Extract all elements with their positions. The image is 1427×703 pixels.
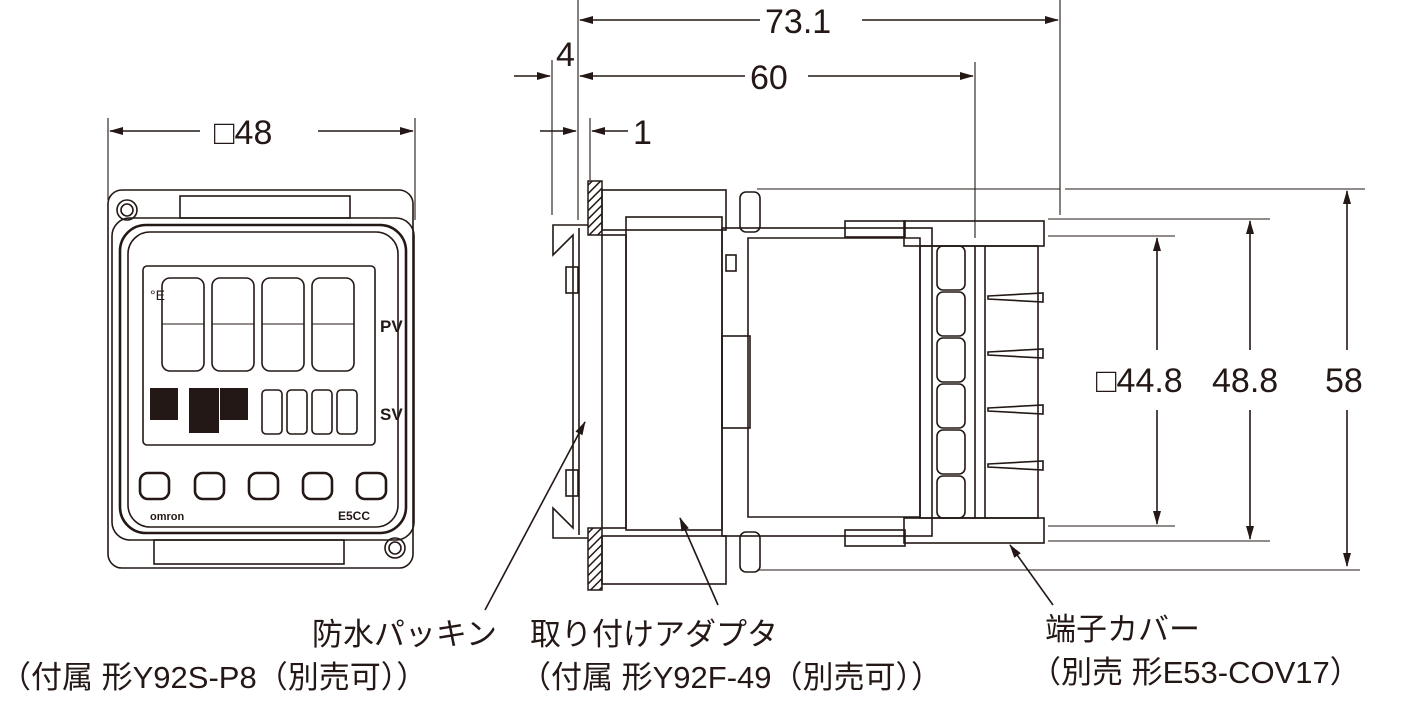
gasket-label: 防水パッキン [312,617,497,652]
dim-bezel-thickness: 4 [556,36,575,74]
sv-label: SV [380,405,403,424]
mounting-flange [107,189,414,569]
pv-label: PV [380,317,403,336]
mounting-adapter [625,216,723,531]
bezel-side [552,224,588,539]
terminal-cover-detail: （別売 形E53-COV17） [1030,655,1361,690]
lcd-display [142,265,376,446]
up-button[interactable] [355,471,388,501]
gasket-detail: （付属 形Y92S-P8（別売可）） [0,660,427,695]
front-view: □48 °E PV SV [107,114,416,569]
dim-panel-cutout: □44.8 [1096,362,1183,400]
out-indicators [189,388,219,433]
terminal-cover-top [903,220,1045,247]
sv-digits [261,389,358,435]
model-label: E5CC [338,509,370,523]
sub-indicators [150,388,178,420]
dim-front-width: □48 [214,114,272,152]
down-button[interactable] [301,471,334,501]
leader-adapter [679,517,719,606]
dim-overall-depth: 73.1 [765,3,831,41]
bezel [111,217,415,541]
terminal-block [919,245,1039,519]
dim-panel-gap: 1 [633,114,652,152]
mode-button[interactable] [138,471,171,501]
leader-gasket [484,421,586,611]
leader-terminal-cover [1009,544,1054,606]
terminal-cover-label: 端子カバー [1045,612,1200,647]
dim-adapter-height: 48.8 [1212,362,1278,400]
level-button[interactable] [193,471,226,501]
terminal-cover-bottom [903,517,1045,544]
front-buttons [138,471,388,501]
side-view: 73.1 60 4 1 [484,0,1365,611]
unit-symbol: °E [150,287,165,303]
panel-section [587,180,603,236]
controller-body [721,227,933,537]
pv-digits [161,277,355,372]
pf-button[interactable] [247,471,280,501]
adapter-label: 取り付けアダプタ [530,617,778,652]
adapter-detail: （付属 形Y92F-49（別売可）） [520,660,942,695]
dim-body-depth: 60 [750,59,788,97]
cover-ribs [987,292,1044,471]
terminal-screws [936,245,966,519]
dim-overall-height: 58 [1325,362,1363,400]
brand-logo: omron [150,511,185,523]
